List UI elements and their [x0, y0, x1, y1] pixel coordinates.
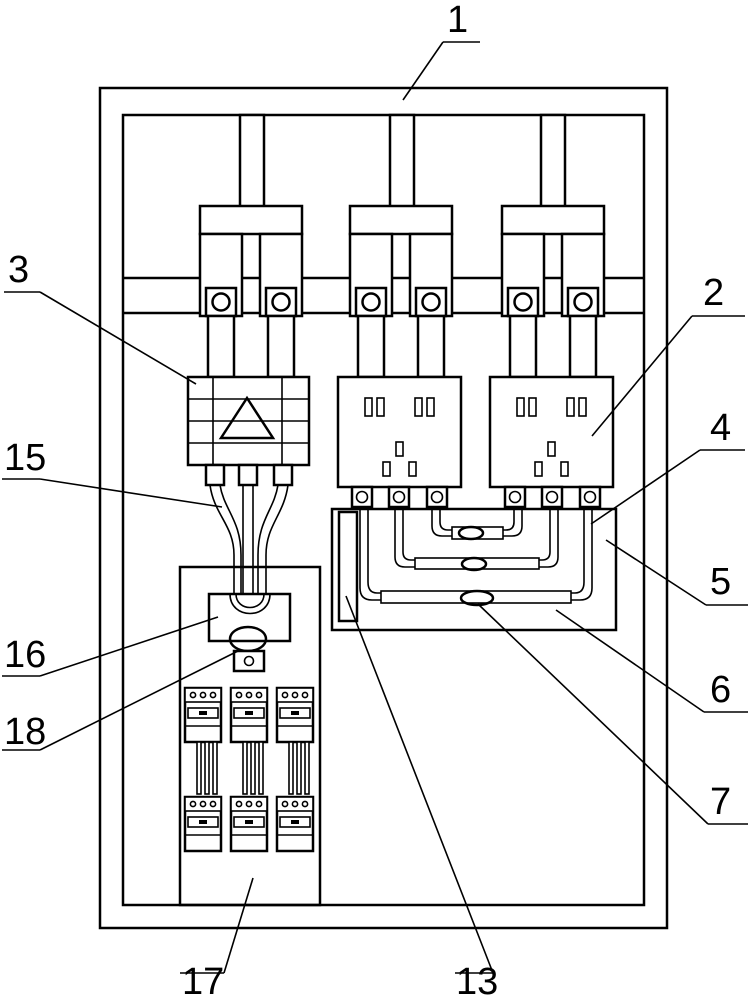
breaker-panel [178, 565, 322, 907]
label-2: 2 [703, 272, 724, 314]
label-16: 16 [4, 634, 46, 676]
breaker-row-bottom [183, 795, 315, 853]
circuit-breaker [275, 795, 315, 853]
switch-module [186, 375, 311, 467]
terminal-block-left [198, 204, 304, 318]
label-3: 3 [8, 249, 29, 291]
leader-lines [2, 41, 748, 974]
breaker-links [196, 741, 310, 795]
label-13: 13 [456, 961, 498, 1000]
socket-module-right [488, 375, 615, 489]
wiring-harness [359, 507, 593, 604]
connection-straps [206, 314, 598, 379]
circuit-breaker [183, 795, 223, 853]
tube-clamps [457, 525, 495, 607]
feeder-bars [238, 113, 567, 210]
label-6: 6 [710, 669, 731, 711]
label-1: 1 [447, 0, 468, 41]
socket-terminals [350, 485, 602, 509]
circuit-breaker [275, 686, 315, 744]
socket-module-left [336, 375, 463, 489]
circuit-breaker [229, 795, 269, 853]
label-17: 17 [182, 961, 224, 1000]
terminal-block-middle [348, 204, 454, 318]
breaker-row-top [183, 686, 315, 744]
label-7: 7 [710, 781, 731, 823]
label-18: 18 [4, 711, 46, 753]
label-4: 4 [710, 407, 731, 449]
label-15: 15 [4, 437, 46, 479]
side-rail [337, 510, 359, 623]
circuit-breaker [229, 686, 269, 744]
circuit-breaker [183, 686, 223, 744]
cable-bundle [204, 463, 294, 610]
terminal-block-right [500, 204, 606, 318]
label-5: 5 [710, 561, 731, 603]
cabinet-frame [98, 86, 669, 930]
junction-block [207, 592, 292, 673]
mounting-plate [330, 507, 618, 632]
